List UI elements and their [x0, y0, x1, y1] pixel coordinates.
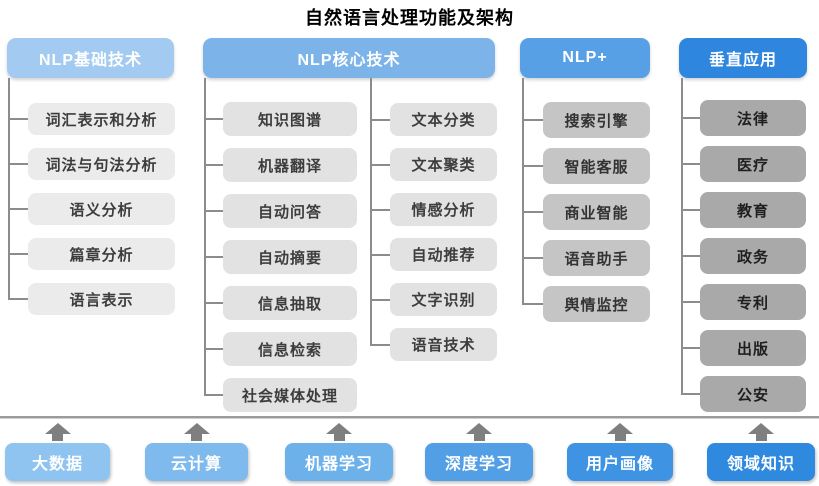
column-header-nlp-core: NLP核心技术	[203, 38, 495, 78]
connector-stub	[522, 211, 543, 213]
up-arrow-icon	[748, 423, 774, 441]
item-box-nlp-plus: 智能客服	[543, 148, 650, 184]
connector-stub	[370, 298, 390, 301]
item-box-nlp-basic: 词法与句法分析	[28, 148, 175, 180]
connector-stub	[522, 303, 543, 305]
item-box-nlp-core: 机器翻译	[223, 148, 357, 182]
connector-stub	[8, 163, 28, 165]
item-box-nlp-basic: 词汇表示和分析	[28, 103, 175, 135]
connector-stub	[8, 253, 28, 255]
connector-stub	[204, 210, 223, 212]
connector-stub	[204, 348, 223, 350]
connector-stub	[8, 298, 28, 300]
foundation-divider-line	[0, 416, 819, 419]
connector-stub	[370, 343, 390, 346]
foundation-box-5: 领域知识	[707, 443, 815, 481]
connector-line-nlp-core	[370, 78, 372, 346]
connector-stub	[204, 394, 223, 396]
connector-stub	[370, 163, 390, 166]
item-box-nlp-core: 社会媒体处理	[223, 378, 357, 412]
connector-stub	[681, 347, 700, 349]
up-arrow-icon	[326, 423, 352, 441]
item-box-nlp-basic: 语言表示	[28, 283, 175, 315]
item-box-nlp-basic: 语义分析	[28, 193, 175, 225]
connector-stub	[370, 208, 390, 211]
connector-stub	[8, 208, 28, 210]
item-box-nlp-core: 信息检索	[223, 332, 357, 366]
connector-stub	[204, 118, 223, 120]
connector-line-nlp-plus	[522, 78, 524, 305]
item-box-nlp-core: 文本分类	[390, 103, 497, 136]
foundation-box-1: 云计算	[145, 443, 248, 481]
connector-stub	[522, 119, 543, 121]
up-arrow-icon	[607, 423, 633, 441]
item-box-nlp-core: 自动推荐	[390, 238, 497, 271]
connector-stub	[681, 209, 700, 211]
item-box-vertical-apps: 医疗	[700, 146, 806, 182]
up-arrow-icon	[44, 423, 71, 441]
item-box-nlp-core: 信息抽取	[223, 286, 357, 320]
item-box-vertical-apps: 教育	[700, 192, 806, 228]
item-box-nlp-core: 自动摘要	[223, 240, 357, 274]
foundation-box-0: 大数据	[5, 443, 110, 481]
column-header-nlp-plus: NLP+	[520, 38, 650, 78]
item-box-vertical-apps: 公安	[700, 376, 806, 412]
connector-stub	[681, 163, 700, 165]
item-box-nlp-core: 文字识别	[390, 283, 497, 316]
connector-stub	[370, 118, 390, 121]
item-box-vertical-apps: 出版	[700, 330, 806, 366]
column-header-nlp-basic: NLP基础技术	[7, 38, 174, 78]
item-box-nlp-core: 知识图谱	[223, 102, 357, 136]
item-box-nlp-basic: 篇章分析	[28, 238, 175, 270]
connector-line-vertical-apps	[681, 78, 683, 395]
item-box-nlp-core: 语音技术	[390, 328, 497, 361]
up-arrow-icon	[183, 423, 210, 441]
item-box-nlp-core: 自动问答	[223, 194, 357, 228]
connector-line-nlp-core	[204, 78, 206, 396]
connector-stub	[370, 253, 390, 256]
column-header-vertical-apps: 垂直应用	[679, 38, 807, 78]
foundation-box-2: 机器学习	[285, 443, 393, 481]
item-box-nlp-plus: 语音助手	[543, 240, 650, 276]
item-box-vertical-apps: 专利	[700, 284, 806, 320]
connector-stub	[681, 393, 700, 395]
connector-stub	[204, 302, 223, 304]
item-box-nlp-plus: 商业智能	[543, 194, 650, 230]
up-arrow-icon	[466, 423, 492, 441]
diagram-title: 自然语言处理功能及架构	[305, 8, 514, 28]
connector-stub	[522, 165, 543, 167]
item-box-vertical-apps: 政务	[700, 238, 806, 274]
connector-stub	[8, 118, 28, 120]
foundation-box-3: 深度学习	[425, 443, 533, 481]
connector-stub	[522, 257, 543, 259]
connector-stub	[204, 256, 223, 258]
connector-stub	[681, 117, 700, 119]
item-box-nlp-plus: 舆情监控	[543, 286, 650, 322]
foundation-box-4: 用户画像	[567, 443, 673, 481]
item-box-nlp-core: 情感分析	[390, 193, 497, 226]
connector-line-nlp-basic	[8, 78, 10, 300]
item-box-nlp-core: 文本聚类	[390, 148, 497, 181]
connector-stub	[681, 255, 700, 257]
item-box-nlp-plus: 搜索引擎	[543, 102, 650, 138]
connector-stub	[204, 164, 223, 166]
item-box-vertical-apps: 法律	[700, 100, 806, 136]
connector-stub	[681, 301, 700, 303]
